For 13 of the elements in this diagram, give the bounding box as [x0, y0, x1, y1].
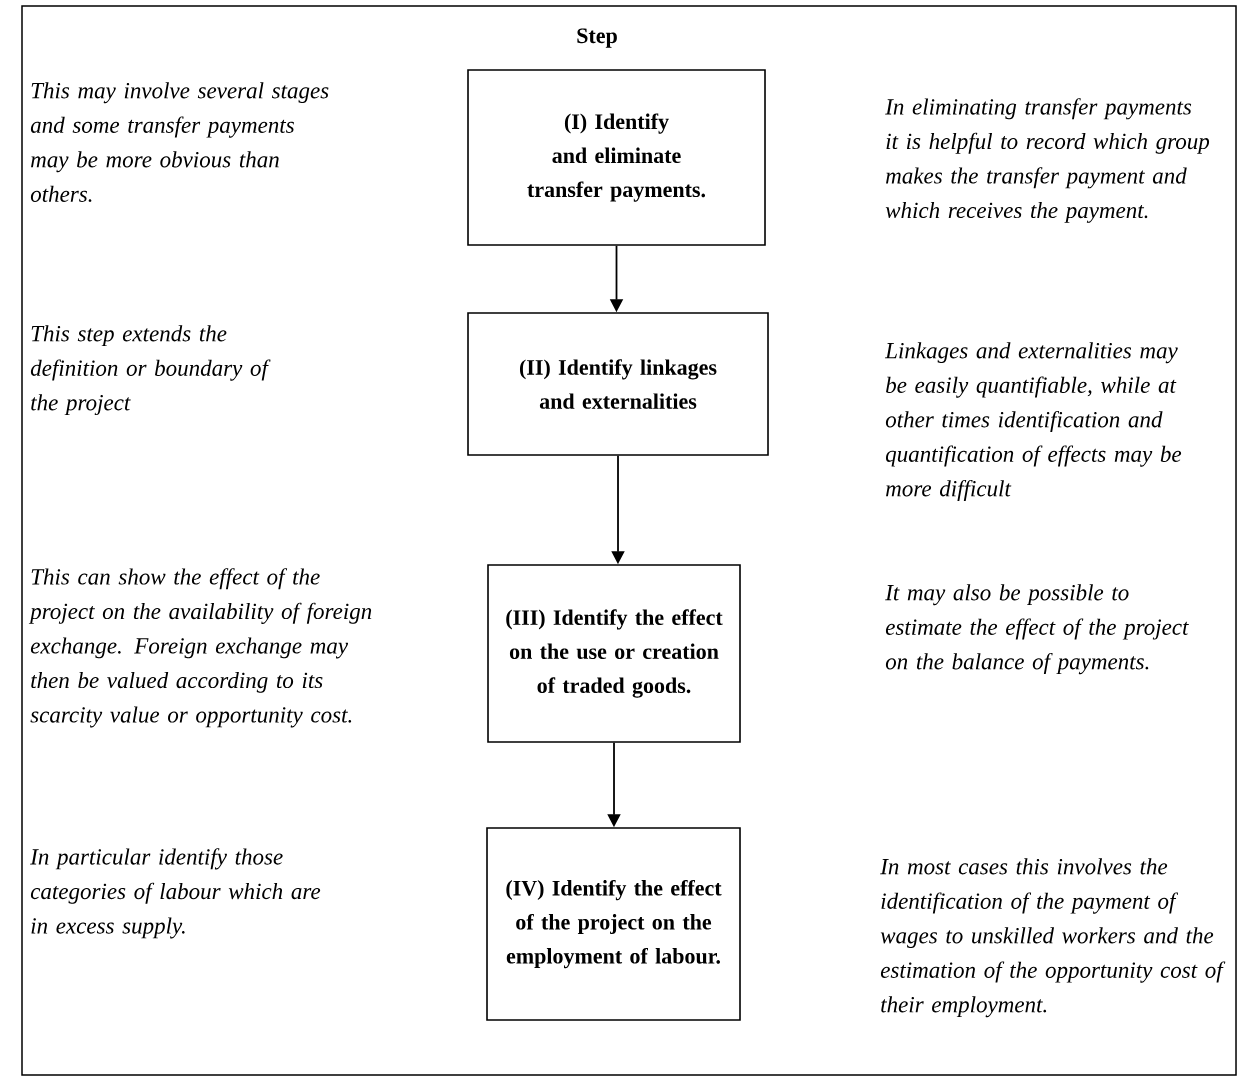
- step-box: (IV) Identify the effect of the project on the employment of labour.: [486, 827, 741, 1021]
- side-note: This step extends the definition or boundary of the project: [30, 325, 271, 416]
- step-box: (III) Identify the effect on the use or creation of traded goods.: [487, 564, 741, 743]
- side-note: It may also be possible to estimate the effect of the project on the balance of payments.: [885, 584, 1189, 675]
- side-note: Linkages and externalities may be easily quantifiable, while at other times identification and quantification of effects may be more difficult: [884, 342, 1182, 502]
- side-note: In eliminating transfer payments it is helpful to record which group makes the transfer payment and which receives the payment.: [885, 98, 1210, 223]
- step-box: (II) Identify linkages and externalities: [467, 312, 769, 456]
- step-box: (I) Identify and eliminate transfer payments.: [467, 69, 766, 246]
- side-note: This can show the effect of the project on the availability of foreign exchange. Foreign exchange may then be valued according to its scarcity value or opportunity cost.: [28, 568, 372, 728]
- heading: Step: [577, 28, 617, 48]
- side-note: In particular identify those categories of labour which are in excess supply.: [30, 848, 321, 939]
- side-note: In most cases this involves the identification of the payment of wages to unskilled workers and the estimation of the opportunity cost of their employment.: [880, 858, 1226, 1018]
- side-note: This may involve several stages and some transfer payments may be more obvious than others.: [30, 82, 329, 202]
